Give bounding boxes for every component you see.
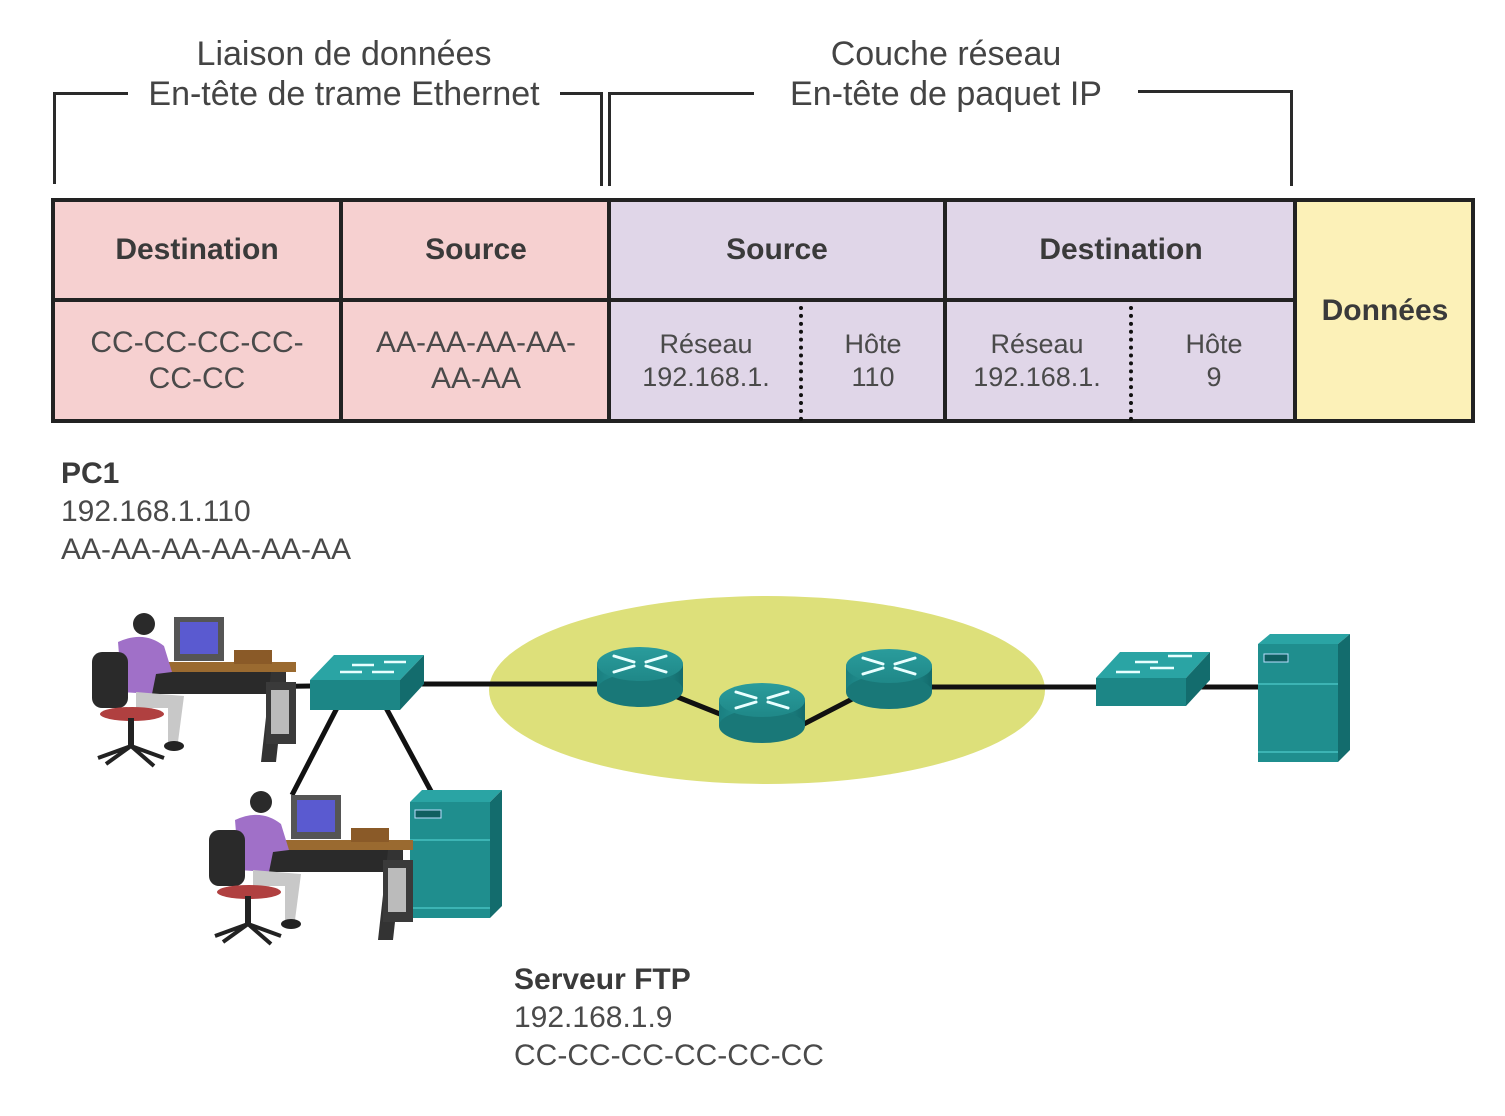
ip-section-bg	[609, 202, 1295, 419]
data-link-title: Liaison de données	[196, 35, 492, 73]
eth-source-mac-line2: AA-AA	[430, 361, 522, 395]
ip-source-divider	[799, 306, 803, 421]
frame-table: Destination CC-CC-CC-CC- CC-CC Source AA…	[51, 198, 1475, 423]
ip-destination-host: Hôte 9	[1133, 302, 1295, 419]
link-router2-router3	[798, 693, 860, 729]
link-switch-ftp	[382, 704, 435, 795]
eth-source-mac-line1: AA-AA-AA-AA-	[375, 325, 577, 359]
ip-source-network-value: 192.168.1.	[642, 361, 770, 392]
network-bracket-left	[608, 92, 611, 186]
pc1-name: PC1	[61, 457, 120, 490]
ip-source-network-label: Réseau	[659, 328, 753, 359]
divider	[339, 202, 343, 419]
switch-icon	[310, 655, 424, 710]
pc1-workstation-icon	[92, 613, 296, 768]
ftp-server-icon	[410, 790, 502, 918]
switch-icon	[1096, 652, 1210, 706]
data-link-bracket-right	[600, 92, 603, 186]
ip-header-title: En-tête de paquet IP	[760, 74, 1132, 114]
pc1-label: PC1 192.168.1.110 AA-AA-AA-AA-AA-AA	[61, 455, 351, 569]
data-section-bg	[1295, 202, 1471, 419]
ip-destination-network-label: Réseau	[990, 328, 1084, 359]
ftp-server-name: Serveur FTP	[514, 963, 691, 996]
divider	[1293, 202, 1297, 419]
link-switch-pc2	[289, 704, 341, 797]
ip-destination-host-label: Hôte	[1185, 328, 1243, 359]
router-icon	[846, 649, 932, 709]
divider	[607, 202, 611, 419]
ftp-server-label: Serveur FTP 192.168.1.9 CC-CC-CC-CC-CC-C…	[514, 961, 824, 1075]
pc2-workstation-icon	[209, 791, 413, 946]
ethernet-header-title: En-tête de trame Ethernet	[128, 74, 560, 114]
ip-source-host-value: 110	[851, 361, 895, 392]
eth-destination-value: CC-CC-CC-CC- CC-CC	[55, 302, 339, 419]
pc1-mac: AA-AA-AA-AA-AA-AA	[61, 533, 352, 566]
router-icon	[719, 683, 805, 743]
network-bracket-top-left	[608, 92, 754, 95]
network-layer-title: Couche réseau	[830, 35, 1062, 73]
eth-source-header: Source	[425, 233, 527, 266]
router-icon	[597, 647, 683, 707]
data-link-bracket-top-right	[555, 92, 603, 95]
eth-source-value: AA-AA-AA-AA- AA-AA	[343, 302, 609, 419]
ip-source-host-label: Hôte	[844, 328, 902, 359]
network-bracket-label: Couche réseau En-tête de paquet IP	[760, 34, 1132, 114]
ftp-server-ip: 192.168.1.9	[514, 1001, 673, 1034]
ip-destination-divider	[1129, 306, 1133, 421]
data-link-bracket-top-left	[53, 92, 133, 95]
ethernet-section-bg	[55, 202, 609, 419]
ip-destination-network: Réseau 192.168.1.	[947, 302, 1127, 419]
ip-destination-host-value: 9	[1206, 361, 1222, 392]
pc1-ip: 192.168.1.110	[61, 495, 251, 528]
ip-destination-header: Destination	[1039, 233, 1203, 266]
data-link-bracket-label: Liaison de données En-tête de trame Ethe…	[128, 34, 560, 114]
ip-source-network: Réseau 192.168.1.	[615, 302, 797, 419]
network-bracket-top-right	[1138, 90, 1293, 93]
network-bracket-right	[1290, 90, 1293, 186]
ip-destination-network-value: 192.168.1.	[973, 361, 1101, 392]
eth-destination-header: Destination	[115, 233, 279, 266]
eth-destination-mac-line2: CC-CC	[148, 361, 246, 395]
divider	[943, 202, 947, 419]
ip-source-header: Source	[726, 233, 828, 266]
server-icon	[1258, 634, 1350, 762]
divider	[55, 298, 1295, 302]
eth-destination-mac-line1: CC-CC-CC-CC-	[90, 325, 304, 359]
data-payload-label: Données	[1321, 293, 1449, 327]
ip-source-host: Hôte 110	[803, 302, 943, 419]
ftp-server-mac: CC-CC-CC-CC-CC-CC	[514, 1039, 824, 1072]
data-link-bracket-left	[53, 92, 56, 184]
